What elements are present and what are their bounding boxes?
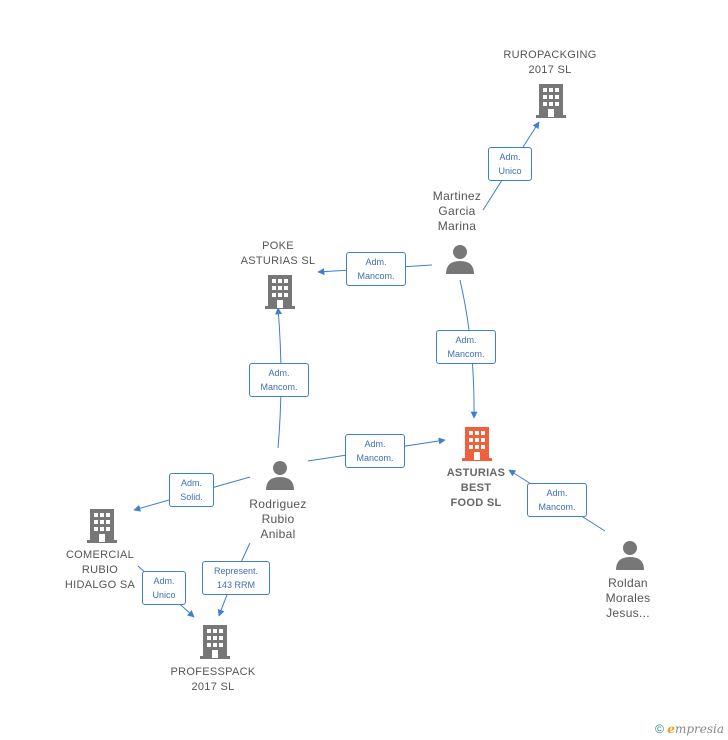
node-label-asturias[interactable]: ASTURIAS BEST FOOD SL bbox=[446, 467, 506, 509]
relation-badge-martinez-ruropackging[interactable]: Adm. Unico bbox=[488, 147, 532, 181]
node-label-poke[interactable]: POKE ASTURIAS SL bbox=[240, 240, 316, 267]
person-icon-rodriguez[interactable] bbox=[265, 460, 295, 490]
node-label-roldan[interactable]: Roldan Morales Jesus... bbox=[605, 576, 651, 620]
building-icon-poke[interactable] bbox=[264, 275, 296, 309]
copyright-icon: © bbox=[655, 722, 664, 736]
relation-badge-rodriguez-comercial[interactable]: Adm. Solid. bbox=[169, 473, 214, 507]
relation-badge-rodriguez-professpack[interactable]: Represent. 143 RRM bbox=[202, 561, 270, 595]
building-icon-asturias[interactable] bbox=[461, 427, 493, 461]
person-icon-roldan[interactable] bbox=[615, 540, 645, 570]
brand-name: mpresia bbox=[674, 722, 724, 736]
building-icon-professpack[interactable] bbox=[199, 625, 231, 659]
relation-badge-martinez-asturias[interactable]: Adm. Mancom. bbox=[436, 330, 496, 364]
building-icon-comercial[interactable] bbox=[86, 509, 118, 543]
node-label-martinez[interactable]: Martinez Garcia Marina bbox=[432, 189, 482, 233]
node-label-ruropackging[interactable]: RUROPACKGING 2017 SL bbox=[503, 49, 597, 76]
relation-badge-rodriguez-poke[interactable]: Adm. Mancom. bbox=[249, 363, 309, 397]
node-label-professpack[interactable]: PROFESSPACK 2017 SL bbox=[170, 666, 256, 693]
node-label-rodriguez[interactable]: Rodriguez Rubio Anibal bbox=[249, 497, 307, 541]
relation-badge-rodriguez-asturias[interactable]: Adm. Mancom. bbox=[345, 434, 405, 468]
building-icon-ruropackging[interactable] bbox=[535, 84, 567, 118]
brand-logo: © ℯmpresia bbox=[655, 722, 724, 736]
relation-badge-roldan-asturias[interactable]: Adm. Mancom. bbox=[527, 483, 587, 517]
brand-letter: ℯ bbox=[667, 722, 675, 736]
person-icon-martinez[interactable] bbox=[445, 244, 475, 274]
relation-badge-comercial-professpack[interactable]: Adm. Unico bbox=[142, 571, 186, 605]
relation-badge-martinez-poke[interactable]: Adm. Mancom. bbox=[346, 252, 406, 286]
node-label-comercial[interactable]: COMERCIAL RUBIO HIDALGO SA bbox=[64, 549, 136, 591]
